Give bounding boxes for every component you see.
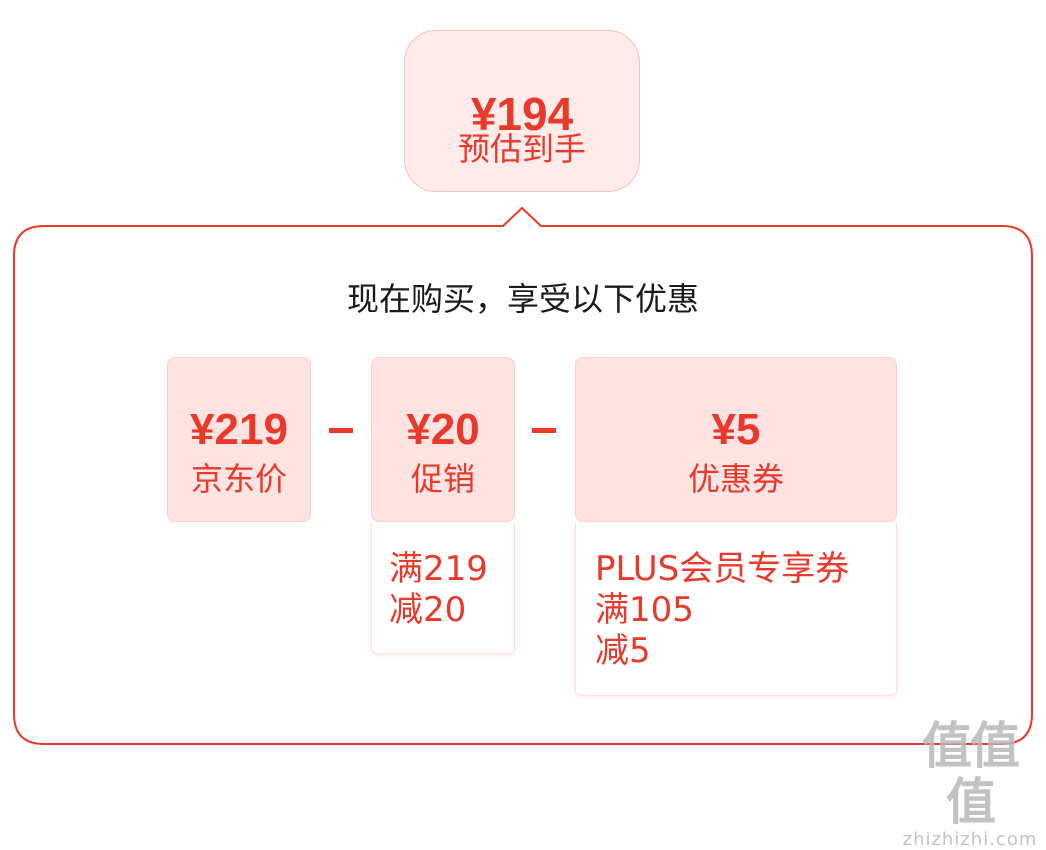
estimated-price-label: 预估到手 xyxy=(457,130,586,168)
coupon-caption: 优惠券 xyxy=(687,460,784,498)
coupon-detail-line: 减5 xyxy=(595,631,651,671)
estimated-price-badge: ¥194 预估到手 xyxy=(404,30,640,192)
watermark-domain: zhizhizhi.com xyxy=(902,829,1038,850)
promotion-amount: ¥20 xyxy=(406,405,480,454)
promotion-detail-card: 满219 减20 xyxy=(371,523,515,654)
minus-operator xyxy=(329,428,353,433)
coupon-amount: ¥5 xyxy=(711,405,761,454)
jd-price-amount: ¥219 xyxy=(190,405,288,454)
discount-panel-outline xyxy=(13,206,1033,745)
coupon-tile: ¥5 优惠券 xyxy=(575,357,897,522)
watermark-logo: 值值值 xyxy=(922,717,1020,831)
coupon-detail-line: 满105 xyxy=(595,590,694,630)
jd-price-tile: ¥219 京东价 xyxy=(167,357,311,522)
coupon-detail-card: PLUS会员专享券 满105 减5 xyxy=(575,523,897,696)
promotion-caption: 促销 xyxy=(410,460,475,498)
promotion-tile: ¥20 促销 xyxy=(371,357,515,522)
discount-headline: 现在购买，享受以下优惠 xyxy=(346,280,699,318)
jd-price-caption: 京东价 xyxy=(190,460,287,498)
coupon-detail-line: PLUS会员专享券 xyxy=(595,549,850,589)
minus-operator xyxy=(532,428,556,433)
estimated-price-amount: ¥194 xyxy=(470,88,574,140)
promotion-detail-line: 减20 xyxy=(389,590,467,630)
watermark: 值值值 zhizhizhi.com xyxy=(902,718,1038,850)
promotion-detail-line: 满219 xyxy=(389,549,488,589)
